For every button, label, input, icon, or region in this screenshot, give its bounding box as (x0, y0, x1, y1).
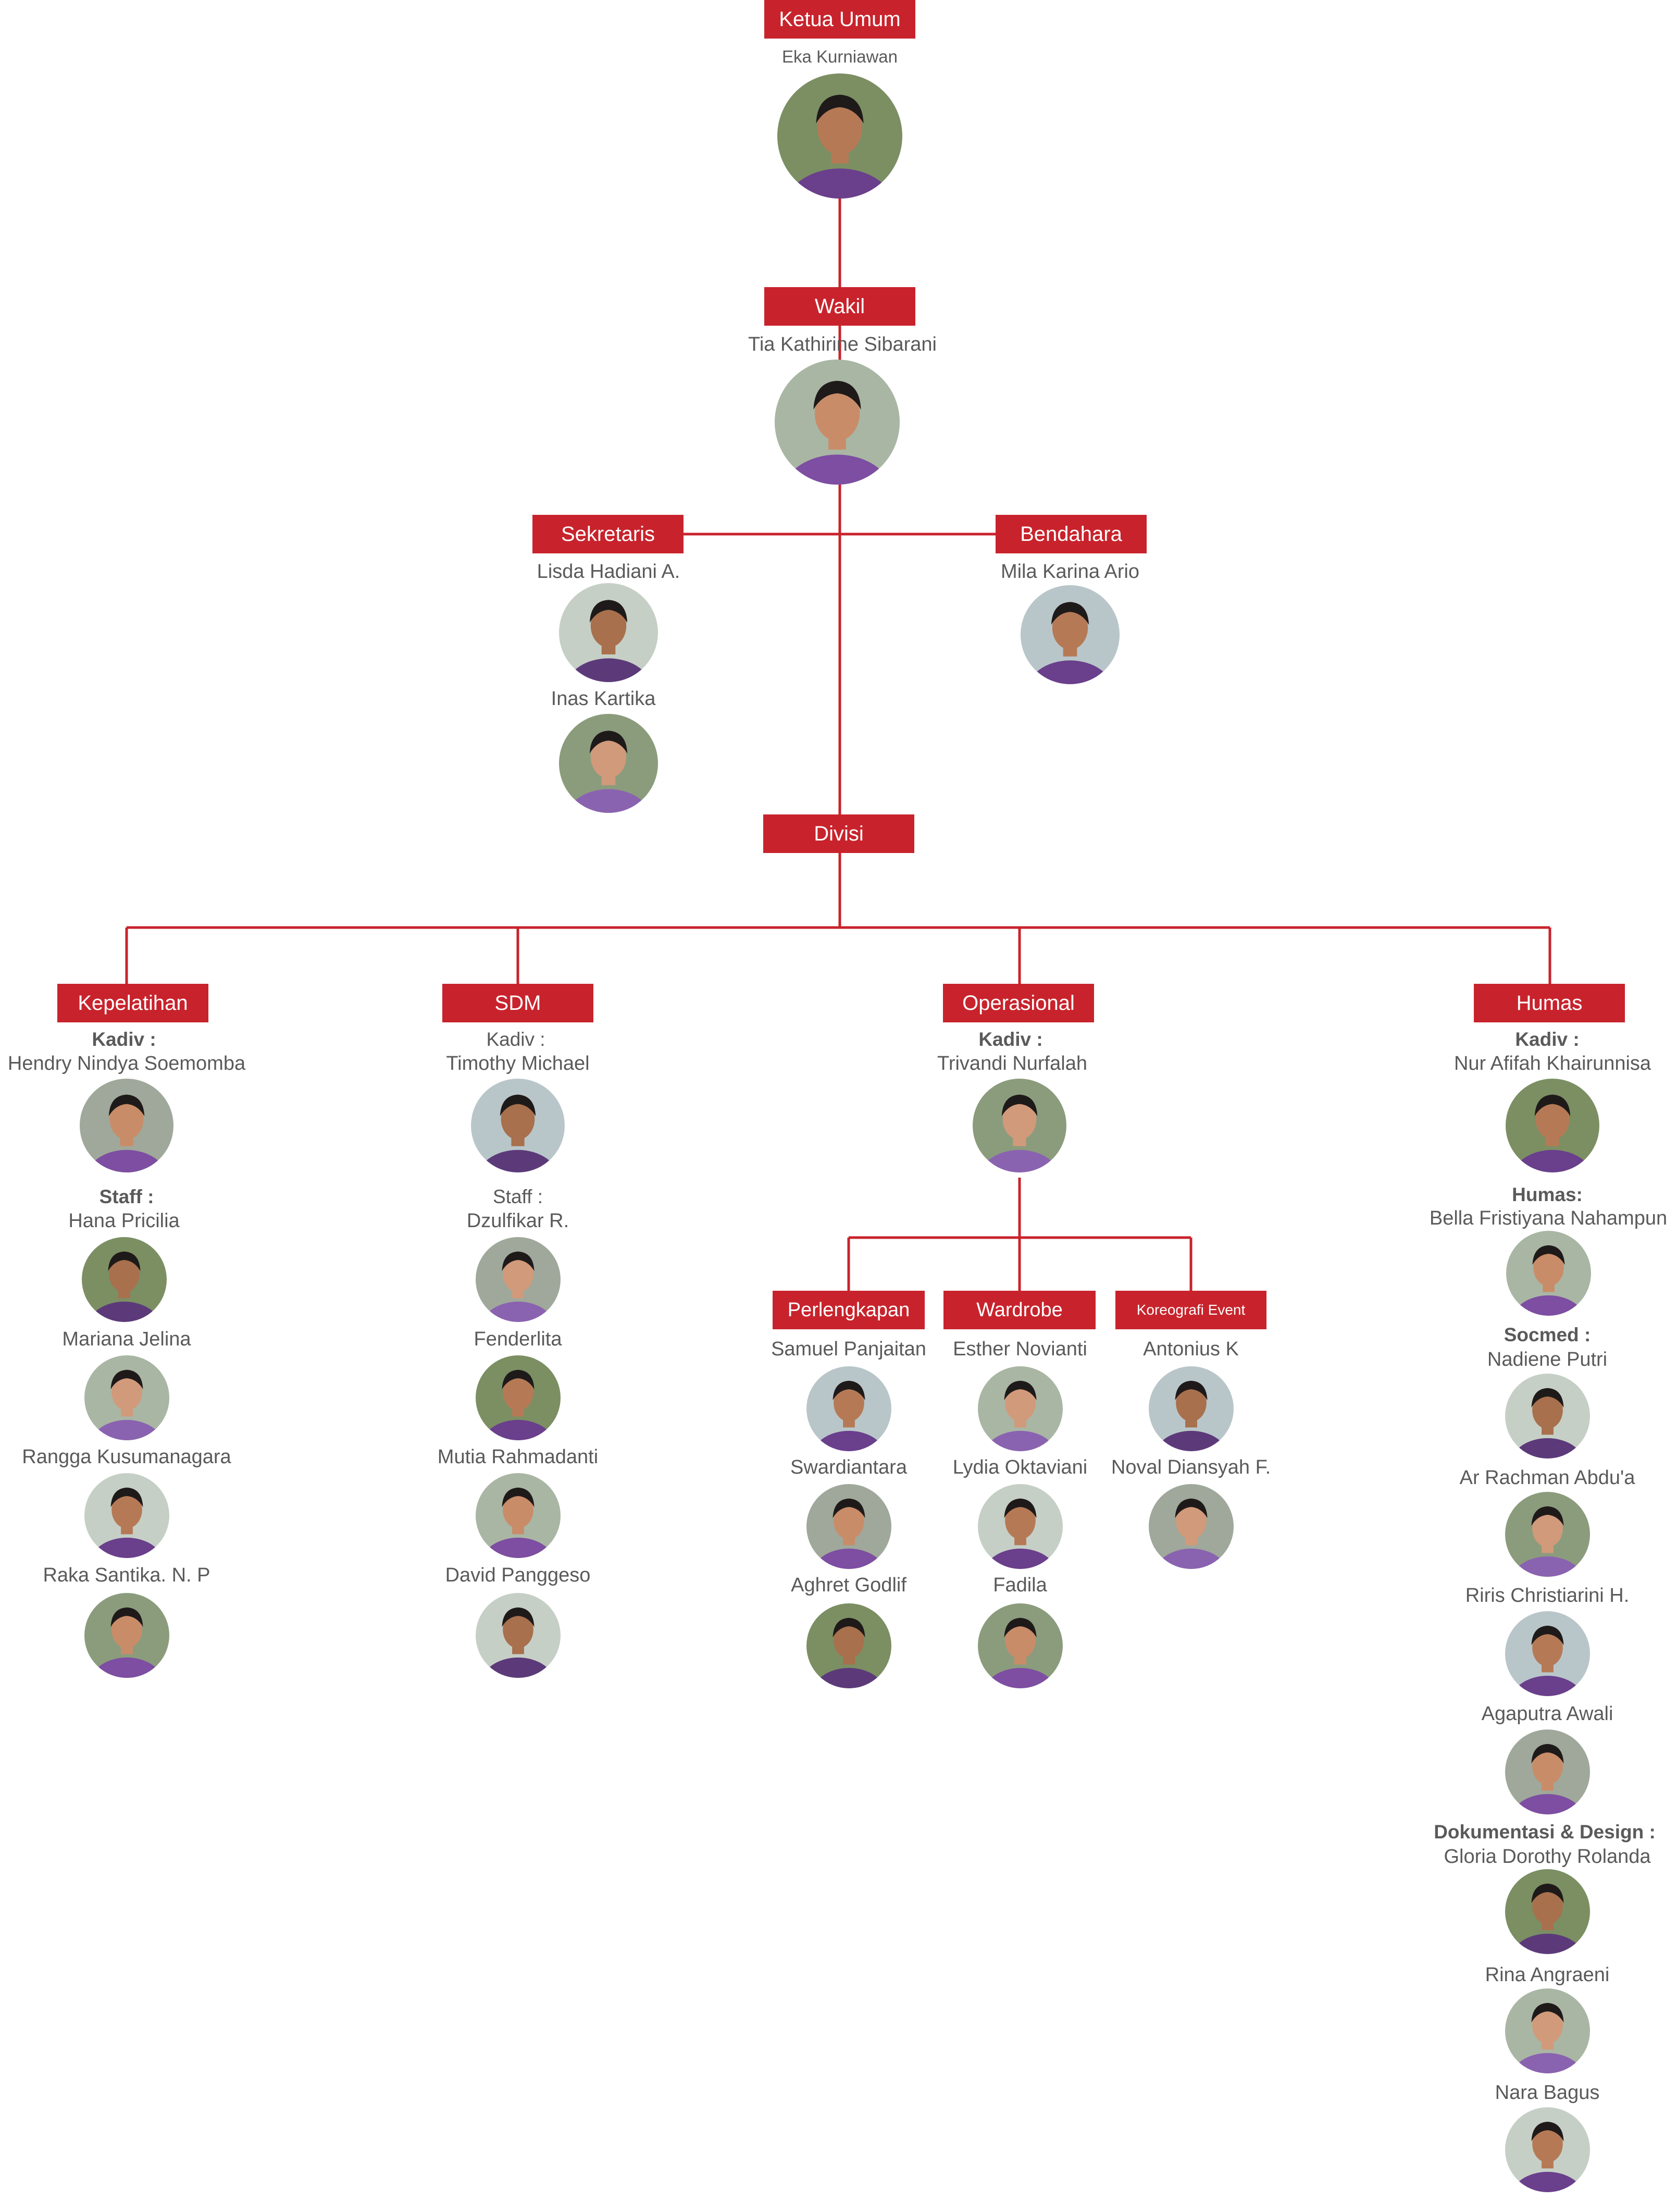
member-photo (84, 1473, 169, 1558)
humas-socmed-1: Nadiene Putri (1487, 1349, 1608, 1370)
member-photo (475, 1592, 561, 1678)
member-photo (1506, 1079, 1599, 1172)
member-photo (1148, 1366, 1234, 1451)
member-photo (977, 1366, 1063, 1451)
member-photo (475, 1473, 561, 1558)
perlengkapan-member-1: Samuel Panjaitan (771, 1338, 926, 1360)
wardrobe-member-2: Lydia Oktaviani (952, 1456, 1088, 1478)
sdm-staff-3: Mutia Rahmadanti (437, 1446, 599, 1468)
member-photo (1148, 1484, 1234, 1569)
humas-socmed-2: Ar Rachman Abdu'a (1459, 1467, 1635, 1489)
role-box-bendahara: Bendahara (996, 515, 1147, 553)
humas-dok-label: Dokumentasi & Design : (1434, 1821, 1656, 1843)
sdm-staff-4: David Panggeso (445, 1564, 591, 1586)
member-photo (84, 1592, 169, 1678)
koreografi-member-1: Antonius K (1143, 1338, 1239, 1360)
kepelatihan-staff-3: Rangga Kusumanagara (22, 1446, 231, 1468)
kepelatihan-kadiv-name: Hendry Nindya Soemomba (7, 1053, 246, 1074)
role-box-wakil: Wakil (764, 287, 915, 326)
sdm-staff-2: Fenderlita (474, 1328, 562, 1350)
humas-humas-name: Bella Fristiyana Nahampun (1429, 1207, 1668, 1229)
humas-dok-2: Rina Angraeni (1485, 1964, 1610, 1986)
role-box-sekretaris: Sekretaris (532, 515, 684, 553)
kepelatihan-staff-2: Mariana Jelina (62, 1328, 191, 1350)
perlengkapan-member-3: Aghret Godlif (791, 1574, 906, 1596)
member-photo (973, 1079, 1066, 1172)
koreografi-member-2: Noval Diansyah F. (1111, 1456, 1271, 1478)
wardrobe-member-3: Fadila (993, 1574, 1047, 1596)
member-photo (475, 1237, 561, 1322)
humas-socmed-4: Agaputra Awali (1481, 1703, 1613, 1725)
member-photo (1505, 1869, 1590, 1954)
sdm-kadiv-label: Kadiv : (486, 1029, 545, 1050)
member-photo (806, 1484, 891, 1569)
humas-dok-1: Gloria Dorothy Rolanda (1444, 1846, 1651, 1868)
member-photo (1505, 1611, 1590, 1696)
member-photo (1505, 1373, 1590, 1459)
division-box-sdm: SDM (442, 984, 593, 1022)
humas-socmed-3: Riris Christiarini H. (1465, 1585, 1630, 1607)
member-photo (1505, 1729, 1590, 1814)
kepelatihan-kadiv-label: Kadiv : (92, 1029, 156, 1050)
member-photo (977, 1484, 1063, 1569)
humas-socmed-label: Socmed : (1504, 1324, 1591, 1345)
member-photo (475, 1355, 561, 1440)
kepelatihan-staff-1: Hana Pricilia (68, 1210, 180, 1232)
humas-kadiv-label: Kadiv : (1515, 1029, 1580, 1050)
division-box-humas: Humas (1474, 984, 1625, 1022)
member-photo (777, 73, 902, 199)
member-photo (1021, 585, 1120, 684)
member-photo (80, 1079, 173, 1172)
member-photo (559, 583, 658, 682)
member-photo (806, 1366, 891, 1451)
member-photo (84, 1355, 169, 1440)
kepelatihan-staff-4: Raka Santika. N. P (43, 1564, 210, 1586)
division-box-kepelatihan: Kepelatihan (57, 984, 208, 1022)
wardrobe-member-1: Esther Novianti (953, 1338, 1087, 1360)
sub-box-koreografi: Koreografi Event (1115, 1291, 1266, 1329)
member-photo (1505, 2107, 1590, 2192)
humas-kadiv-name: Nur Afifah Khairunnisa (1454, 1053, 1651, 1074)
name-wakil: Tia Kathirine Sibarani (748, 333, 937, 355)
role-box-ketua-umum: Ketua Umum (764, 0, 915, 39)
name-bendahara: Mila Karina Ario (1000, 561, 1140, 583)
humas-humas-label: Humas: (1512, 1184, 1583, 1205)
member-photo (775, 360, 900, 485)
sdm-staff-1: Dzulfikar R. (466, 1210, 569, 1232)
member-photo (559, 714, 658, 813)
member-photo (806, 1603, 891, 1688)
sdm-kadiv-name: Timothy Michael (446, 1053, 590, 1074)
kepelatihan-staff-label: Staff : (99, 1186, 154, 1207)
operasional-kadiv-name: Trivandi Nurfalah (937, 1053, 1087, 1074)
humas-dok-3: Nara Bagus (1495, 2082, 1600, 2104)
member-photo (81, 1237, 167, 1322)
member-photo (977, 1603, 1063, 1688)
perlengkapan-member-2: Swardiantara (790, 1456, 907, 1478)
name-sekretaris-2: Inas Kartika (551, 688, 656, 710)
member-photo (1506, 1230, 1591, 1316)
role-box-divisi: Divisi (763, 814, 914, 853)
name-ketua-umum: Eka Kurniawan (782, 47, 898, 66)
operasional-kadiv-label: Kadiv : (978, 1029, 1043, 1050)
name-sekretaris-1: Lisda Hadiani A. (537, 561, 680, 583)
member-photo (1505, 1491, 1590, 1577)
sub-box-wardrobe: Wardrobe (943, 1291, 1096, 1329)
member-photo (471, 1079, 565, 1172)
member-photo (1505, 1988, 1590, 2073)
sub-box-perlengkapan: Perlengkapan (773, 1291, 925, 1329)
division-box-operasional: Operasional (943, 984, 1094, 1022)
sdm-staff-label: Staff : (493, 1186, 543, 1207)
